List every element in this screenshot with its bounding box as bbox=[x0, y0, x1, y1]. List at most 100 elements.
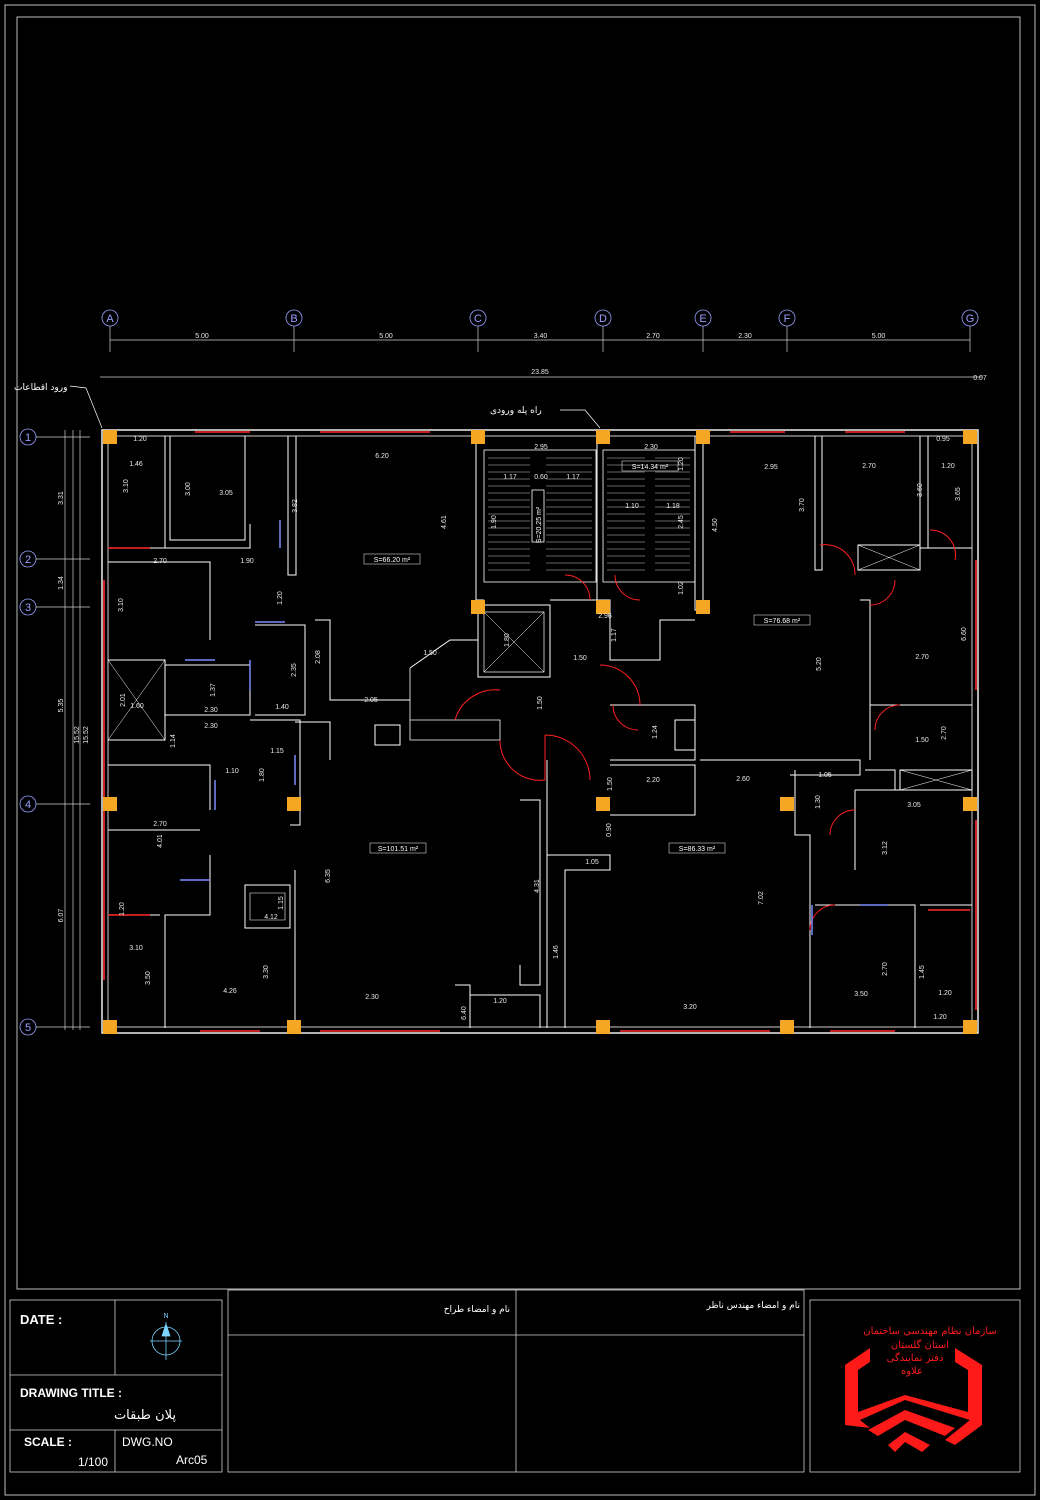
room-dimension: 2.96 bbox=[598, 613, 612, 620]
grid-row-label: 1 bbox=[25, 432, 31, 444]
scale-label: SCALE : bbox=[24, 1435, 72, 1449]
drawing-title-label: DRAWING TITLE : bbox=[20, 1386, 122, 1400]
room-dimension: 2.30 bbox=[644, 444, 658, 451]
left-dimension-lines bbox=[64, 430, 81, 1030]
room-dimension: 0.95 bbox=[936, 436, 950, 443]
room-dimension: 1.90 bbox=[240, 558, 254, 565]
room-dimension: 1.18 bbox=[666, 503, 680, 510]
overall-width-dimension: 23.85 bbox=[531, 369, 549, 376]
structural-column bbox=[596, 1020, 610, 1034]
room-dimension: 3.70 bbox=[799, 498, 806, 512]
grid-row-label: 4 bbox=[25, 799, 31, 811]
room-dimension: 1.17 bbox=[503, 474, 517, 481]
room-dimension: 1.30 bbox=[815, 795, 822, 809]
structural-column bbox=[103, 1020, 117, 1034]
drawing-title-value: پلان طبقات bbox=[114, 1408, 176, 1423]
grid-row-label: 2 bbox=[25, 554, 31, 566]
room-dimension: 3.05 bbox=[907, 802, 921, 809]
room-dimension: 3.10 bbox=[118, 598, 125, 612]
room-dimension: 1.10 bbox=[625, 503, 639, 510]
room-dimension: 6.35 bbox=[325, 869, 332, 883]
structural-column bbox=[471, 600, 485, 614]
grid-column-label: D bbox=[599, 313, 607, 325]
room-dimension: 1.45 bbox=[919, 965, 926, 979]
room-dimension: 3.30 bbox=[263, 965, 270, 979]
overall-extra-dimension: 0.07 bbox=[973, 375, 987, 382]
svg-text:S=14.34 m²: S=14.34 m² bbox=[632, 464, 669, 471]
structural-column bbox=[963, 1020, 977, 1034]
room-dimension: 3.82 bbox=[292, 499, 299, 513]
overall-height-a: 15.52 bbox=[74, 726, 81, 744]
overall-height-b: 15.52 bbox=[83, 726, 90, 744]
room-dimension: 2.30 bbox=[204, 707, 218, 714]
grid-row-4: 4 bbox=[19, 795, 90, 813]
room-dimension: 2.45 bbox=[678, 515, 685, 529]
annotation-entrance-leader bbox=[69, 385, 103, 429]
room-dimension: 2.70 bbox=[862, 463, 876, 470]
room-dimension: 1.02 bbox=[678, 581, 685, 595]
room-dimension: 3.10 bbox=[123, 479, 130, 493]
row-spacing: 3.31 bbox=[58, 491, 65, 505]
room-dimension: 1.20 bbox=[678, 457, 685, 471]
dwg-no-value: Arc05 bbox=[176, 1453, 208, 1467]
row-spacing-dimensions: 3.311.345.356.07 bbox=[58, 491, 65, 922]
grid-row-3: 3 bbox=[19, 598, 90, 616]
room-dimension: 3.65 bbox=[955, 487, 962, 501]
room-dimension: 1.17 bbox=[611, 628, 618, 642]
room-dimension: 1.50 bbox=[423, 650, 437, 657]
room-dimension: 1.05 bbox=[818, 772, 832, 779]
room-dimension: 1.80 bbox=[259, 768, 266, 782]
room-dimension: 1.50 bbox=[607, 777, 614, 791]
room-dimension: 7.02 bbox=[758, 891, 765, 905]
column-spacing: 2.70 bbox=[646, 333, 660, 340]
room-dimension: 1.46 bbox=[129, 461, 143, 468]
room-dimension: 1.46 bbox=[553, 945, 560, 959]
structural-column bbox=[963, 797, 977, 811]
room-dimension: 2.30 bbox=[204, 723, 218, 730]
sheet-border-outer bbox=[4, 4, 1036, 1496]
scale-value: 1/100 bbox=[78, 1455, 108, 1469]
annotation-stair: راه پله ورودی bbox=[490, 406, 542, 416]
room-dimension: 2.70 bbox=[915, 654, 929, 661]
grid-column-label: C bbox=[474, 313, 482, 325]
row-spacing: 5.35 bbox=[58, 699, 65, 713]
room-dimension: 1.17 bbox=[566, 474, 580, 481]
room-dimension: 1.37 bbox=[210, 683, 217, 697]
room-dimension: 1.80 bbox=[504, 633, 511, 647]
grid-axes bbox=[100, 339, 982, 378]
room-dimension: 1.14 bbox=[170, 734, 177, 748]
north-arrow-icon bbox=[150, 1322, 182, 1360]
room-dimension: 2.70 bbox=[153, 558, 167, 565]
column-spacing: 5.00 bbox=[195, 333, 209, 340]
room-area: S=86.33 m² bbox=[668, 842, 726, 854]
windows bbox=[103, 431, 977, 1032]
svg-text:S=66.20 m²: S=66.20 m² bbox=[374, 557, 411, 564]
grid-row-1: 1 bbox=[19, 428, 90, 446]
room-dimension: 6.60 bbox=[961, 627, 968, 641]
column-spacing: 3.40 bbox=[534, 333, 548, 340]
structural-column bbox=[696, 600, 710, 614]
room-dimension: 2.70 bbox=[941, 726, 948, 740]
organization-logo: سازمان نظام مهندسی ساختمان استان گلستان … bbox=[845, 1326, 997, 1452]
grid-row-label: 3 bbox=[25, 602, 31, 614]
room-areas: S=66.20 m²S=20.25 m²S=14.34 m²S=76.68 m²… bbox=[363, 460, 811, 854]
grid-column-label: E bbox=[699, 313, 706, 325]
structural-column bbox=[103, 430, 117, 444]
structural-column bbox=[963, 430, 977, 444]
room-dimension: 2.01 bbox=[120, 693, 127, 707]
room-dimension: 1.20 bbox=[938, 990, 952, 997]
structural-column bbox=[471, 430, 485, 444]
grid-column-g: G bbox=[961, 309, 979, 352]
room-dimension: 2.95 bbox=[764, 464, 778, 471]
column-spacing: 2.30 bbox=[738, 333, 752, 340]
room-dimension: 6.20 bbox=[375, 453, 389, 460]
sheet-border-inner bbox=[16, 16, 1021, 1290]
room-dimension: 4.61 bbox=[441, 515, 448, 529]
grid-column-d: D bbox=[594, 309, 612, 352]
structural-column bbox=[780, 1020, 794, 1034]
